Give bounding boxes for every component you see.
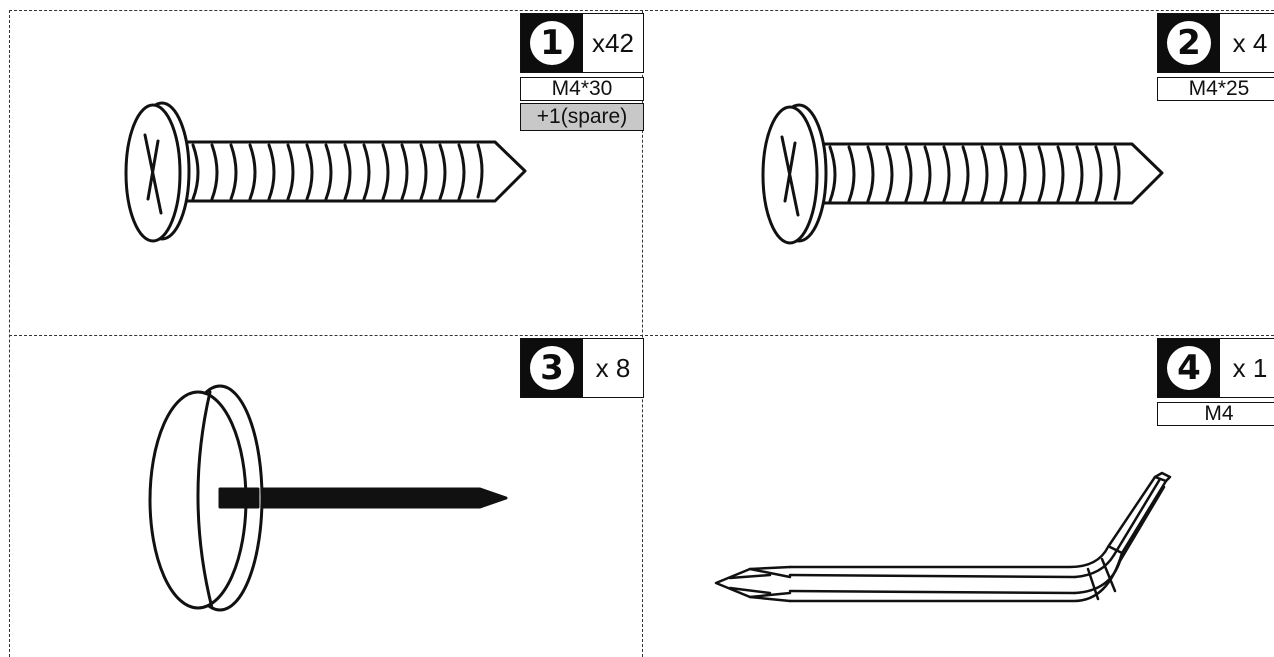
part-3-quantity-badge: 3 x 8 [520,338,644,398]
part-1-quantity-badge: 1 x42 [520,13,644,73]
part-1-number-block: 1 [521,14,583,72]
grid-line-top [9,10,1274,11]
part-1-quantity: x42 [592,27,634,58]
part-3-number-block: 3 [521,339,583,397]
nail-glide-icon [148,384,508,612]
part-2-quantity: x 4 [1232,27,1268,58]
part-4-number-block: 4 [1158,339,1220,397]
hex-key-icon [714,471,1172,603]
part-3-number: 3 [530,346,574,390]
part-4-size: M4 [1157,402,1274,426]
part-4-quantity-badge: 4 x 1 [1157,338,1274,398]
part-1-size: M4*30 [520,77,644,101]
part-2-number-block: 2 [1158,14,1220,72]
part-2-size: M4*25 [1157,77,1274,101]
part-1-spare: +1(spare) [520,103,644,131]
part-4-quantity: x 1 [1232,352,1268,383]
part-2-quantity-badge: 2 x 4 [1157,13,1274,73]
part-4-number: 4 [1167,346,1211,390]
grid-line-middle-horizontal [9,335,1274,336]
part-3-quantity: x 8 [595,352,631,383]
part-1-number: 1 [530,21,574,65]
grid-line-middle-vertical [642,10,643,657]
wood-screw-icon [761,103,1164,245]
part-2-number: 2 [1167,21,1211,65]
grid-line-left [9,10,10,657]
wood-screw-icon [124,101,527,243]
